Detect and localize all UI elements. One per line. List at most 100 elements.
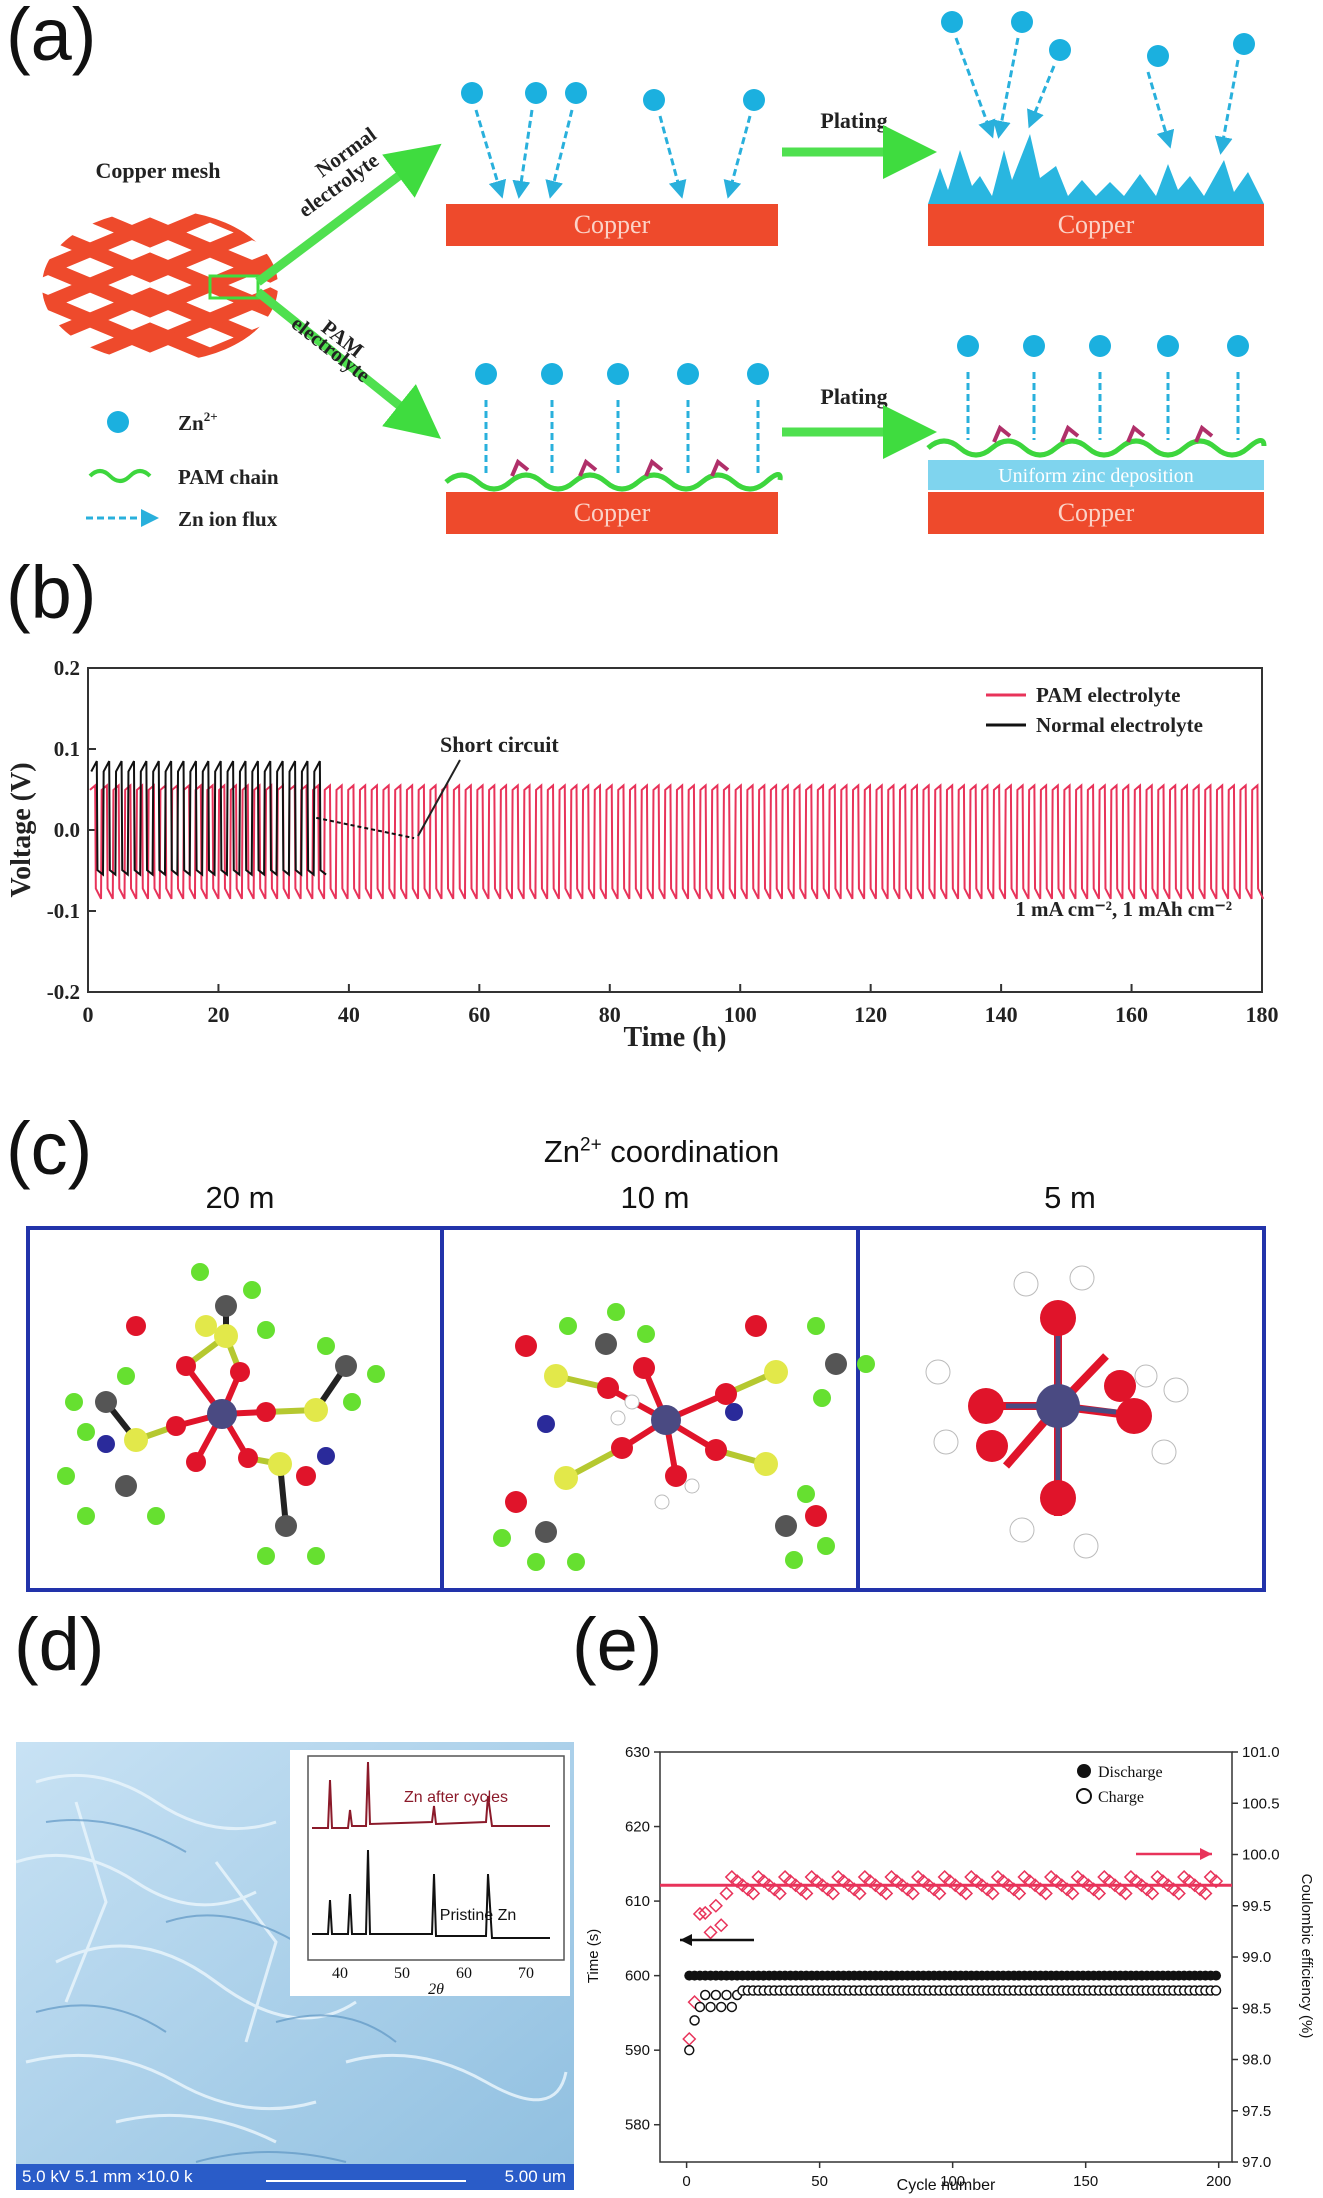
ce-point: [1145, 1886, 1160, 1901]
ce-point: [1150, 1869, 1165, 1885]
label-20m: 20 m: [205, 1180, 275, 1215]
ce-point: [1097, 1869, 1112, 1885]
ce-point: [783, 1874, 798, 1889]
legend-pam-electrolyte: PAM electrolyte: [1036, 683, 1180, 707]
panel-c-molecules: [26, 1226, 1266, 1592]
ce-point: [852, 1886, 867, 1901]
xrd-xtick-70: 70: [518, 1965, 534, 1982]
ce-point: [1102, 1874, 1117, 1889]
chart-e-xtick: 100: [940, 2173, 965, 2190]
chart-b-xtick: 40: [338, 1002, 360, 1027]
chart-e-xlabel: Cycle number: [897, 2177, 996, 2194]
ce-point: [703, 1925, 718, 1940]
chart-e-ytick-right: 100.5: [1242, 1795, 1280, 1812]
ce-point: [1113, 1882, 1128, 1897]
charge-point: [705, 2001, 716, 2013]
chart-e-ytick-right: 97.5: [1242, 2103, 1271, 2120]
chart-e-ytick-right: 101.0: [1242, 1744, 1280, 1761]
ce-point: [815, 1878, 830, 1893]
label-10m: 10 m: [620, 1180, 690, 1215]
chart-b-condition: 1 mA cm⁻², 1 mAh cm⁻²: [1015, 897, 1232, 921]
charge-point: [684, 2044, 695, 2056]
ce-point: [836, 1874, 851, 1889]
molecule-20m: [57, 1263, 385, 1565]
xrd-xtick-60: 60: [456, 1965, 472, 1982]
chart-e-ylabel-right: Coulombic efficiency (%): [1298, 1874, 1315, 2039]
xrd-xtick-40: 40: [332, 1965, 348, 1982]
ce-point: [767, 1882, 782, 1897]
molecule-10m: [493, 1303, 875, 1571]
ce-point: [788, 1878, 803, 1893]
charge-point: [1210, 1985, 1222, 1996]
chart-e-ytick: 610: [625, 1893, 650, 1910]
chart-b-ytick: -0.1: [47, 899, 80, 923]
ce-point: [1208, 1874, 1224, 1889]
ce-point: [799, 1886, 814, 1901]
ce-point: [804, 1869, 819, 1885]
ce-point: [873, 1882, 888, 1897]
molecule-5m: [925, 1265, 1189, 1559]
ce-point: [958, 1886, 974, 1901]
xrd-pristine-label: Pristine Zn: [440, 1907, 516, 1924]
ce-point: [980, 1882, 995, 1897]
xrd-xlabel: 2θ: [428, 1981, 444, 1996]
copper-pam-after: Copper Uniform zinc deposition: [926, 335, 1267, 534]
chart-b-xtick: 140: [985, 1002, 1018, 1027]
ce-point: [1001, 1878, 1016, 1893]
ce-point: [724, 1869, 739, 1885]
ce-point: [756, 1874, 771, 1889]
chart-b-xtick: 0: [83, 1002, 94, 1027]
ce-point: [974, 1878, 989, 1893]
ce-point: [996, 1874, 1011, 1889]
ce-point: [1022, 1874, 1037, 1889]
ce-point: [911, 1869, 926, 1885]
panel-label-e: (e): [572, 1603, 663, 1686]
chart-b-xtick: 120: [854, 1002, 887, 1027]
chart-e-ylabel: Time (s): [585, 1929, 602, 1983]
ce-point: [889, 1874, 904, 1889]
ce-point: [772, 1886, 787, 1901]
panel-label-d: (d): [14, 1603, 105, 1686]
ce-point: [1155, 1874, 1170, 1889]
chart-b-legend: PAM electrolyte Normal electrolyte: [986, 683, 1203, 737]
chart-e-ytick-right: 99.0: [1242, 1949, 1271, 1966]
ce-point: [926, 1882, 942, 1897]
ce-point: [1065, 1886, 1080, 1901]
ce-point: [708, 1898, 723, 1913]
legend-charge: Charge: [1098, 1789, 1144, 1806]
ce-point: [831, 1869, 846, 1885]
sem-scale-bar-label: 5.00 um: [504, 2167, 566, 2186]
ce-point: [751, 1869, 766, 1885]
xrd-after-cycles: [312, 1761, 550, 1829]
ce-point: [1012, 1886, 1027, 1901]
ce-point: [964, 1869, 979, 1885]
ce-point: [1075, 1874, 1091, 1889]
ce-point: [1070, 1869, 1085, 1885]
chart-e-ytick-right: 98.0: [1242, 2052, 1271, 2069]
chart-e-ytick-right: 97.0: [1242, 2154, 1271, 2171]
ce-point: [990, 1869, 1005, 1885]
ce-point: [969, 1874, 984, 1889]
series-short-circuit: [316, 816, 415, 840]
uniform-deposition-label: Uniform zinc deposition: [998, 465, 1194, 487]
chart-e-ytick-right: 100.0: [1242, 1847, 1280, 1864]
chart-b-ytick: 0.0: [54, 818, 80, 842]
ce-point: [1107, 1878, 1123, 1893]
chart-b-annotation: Short circuit: [440, 732, 559, 757]
legend-normal-electrolyte: Normal electrolyte: [1036, 713, 1203, 737]
ce-point: [879, 1886, 894, 1901]
svg-text:PAM chain: PAM chain: [178, 465, 279, 489]
svg-text:Zn2+: Zn2+: [178, 409, 218, 435]
copper-pam-before: Copper: [444, 363, 783, 534]
chart-b-xtick: 100: [724, 1002, 757, 1027]
ce-point: [820, 1882, 835, 1897]
chart-b-xtick: 20: [207, 1002, 229, 1027]
chart-b-ylabel: Voltage (V): [6, 762, 37, 897]
ce-point: [1193, 1882, 1208, 1897]
chart-b-ytick: -0.2: [47, 980, 80, 1004]
ce-point: [884, 1869, 899, 1885]
ce-point: [921, 1878, 936, 1893]
svg-text:Copper: Copper: [574, 498, 651, 527]
ce-point: [730, 1874, 745, 1889]
